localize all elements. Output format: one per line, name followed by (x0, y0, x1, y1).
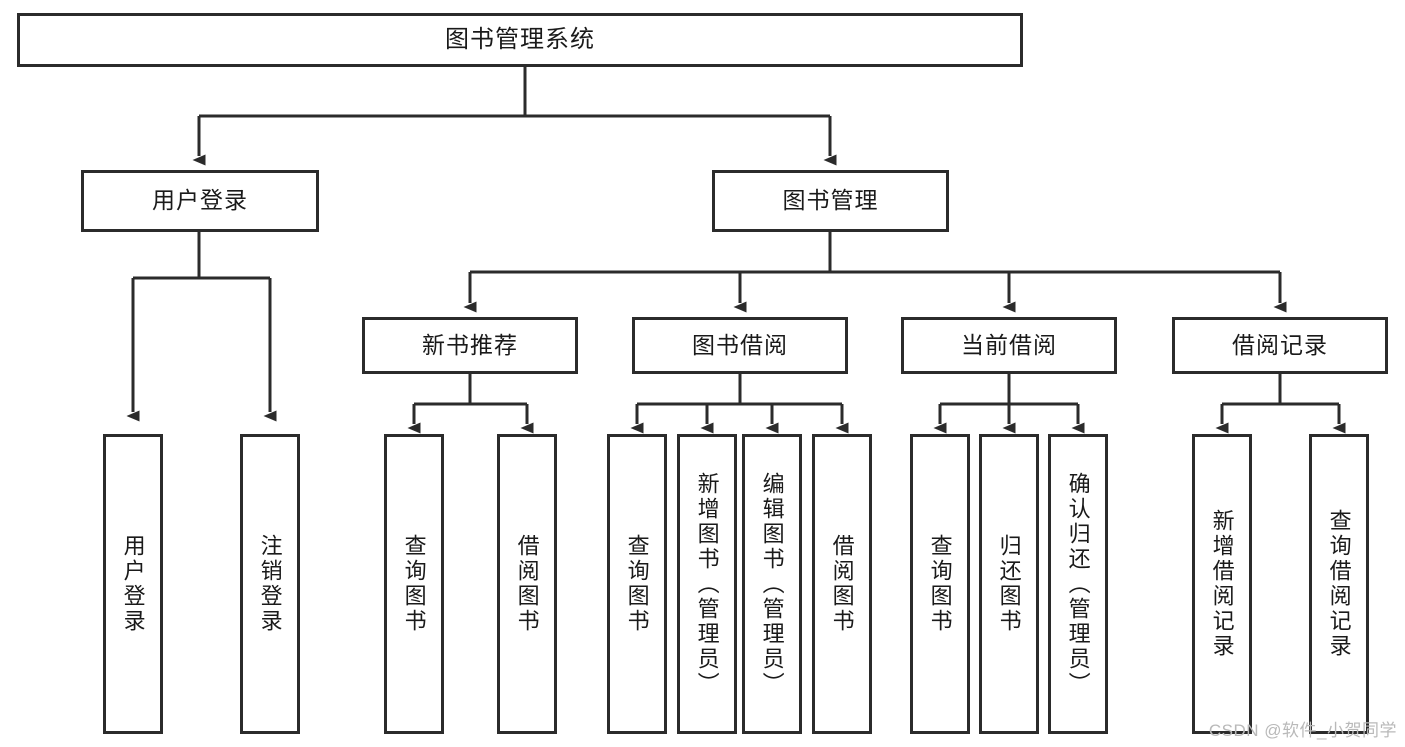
leaf-new-book-borrow[interactable]: 借阅图书 (497, 434, 557, 734)
leaf-current-borrow-query[interactable]: 查询图书 (910, 434, 970, 734)
node-new-book-recommend-label: 新书推荐 (422, 331, 518, 358)
node-book-management[interactable]: 图书管理 (712, 170, 949, 232)
node-root-book-management-system[interactable]: 图书管理系统 (17, 13, 1023, 67)
node-book-borrow-label: 图书借阅 (692, 331, 788, 358)
leaf-book-borrow-edit[interactable]: 编辑图书（管理员） (742, 434, 802, 734)
leaf-borrow-record-query[interactable]: 查询借阅记录 (1309, 434, 1369, 734)
leaf-label: 查询图书 (401, 534, 427, 634)
leaf-label: 查询借阅记录 (1326, 509, 1352, 659)
leaf-book-borrow-lend[interactable]: 借阅图书 (812, 434, 872, 734)
watermark-text: CSDN @软件_小贺同学 (1208, 721, 1397, 740)
node-book-borrow[interactable]: 图书借阅 (632, 317, 848, 374)
node-root-label: 图书管理系统 (445, 25, 595, 53)
leaf-label: 注销登录 (257, 534, 283, 634)
node-borrow-record-label: 借阅记录 (1232, 331, 1328, 358)
node-book-management-label: 图书管理 (782, 187, 879, 214)
leaf-user-login-signout[interactable]: 注销登录 (240, 434, 300, 734)
leaf-label: 新增借阅记录 (1209, 509, 1235, 659)
leaf-label: 确认归还（管理员） (1065, 471, 1091, 697)
leaf-book-borrow-add[interactable]: 新增图书（管理员） (677, 434, 737, 734)
leaf-label: 查询图书 (624, 534, 650, 634)
leaf-new-book-query[interactable]: 查询图书 (384, 434, 444, 734)
node-borrow-record[interactable]: 借阅记录 (1172, 317, 1388, 374)
leaf-label: 归还图书 (996, 534, 1022, 634)
leaf-label: 用户登录 (120, 534, 146, 634)
node-current-borrow[interactable]: 当前借阅 (901, 317, 1117, 374)
leaf-label: 编辑图书（管理员） (759, 471, 785, 697)
node-current-borrow-label: 当前借阅 (961, 331, 1057, 358)
node-user-login[interactable]: 用户登录 (81, 170, 319, 232)
leaf-label: 借阅图书 (514, 534, 540, 634)
leaf-label: 借阅图书 (829, 534, 855, 634)
leaf-label: 新增图书（管理员） (694, 471, 720, 697)
node-user-login-label: 用户登录 (152, 187, 248, 214)
leaf-current-borrow-return[interactable]: 归还图书 (979, 434, 1039, 734)
leaf-user-login-signin[interactable]: 用户登录 (103, 434, 163, 734)
leaf-label: 查询图书 (927, 534, 953, 634)
leaf-borrow-record-add[interactable]: 新增借阅记录 (1192, 434, 1252, 734)
leaf-book-borrow-query[interactable]: 查询图书 (607, 434, 667, 734)
leaf-current-borrow-confirm-return[interactable]: 确认归还（管理员） (1048, 434, 1108, 734)
node-new-book-recommend[interactable]: 新书推荐 (362, 317, 578, 374)
